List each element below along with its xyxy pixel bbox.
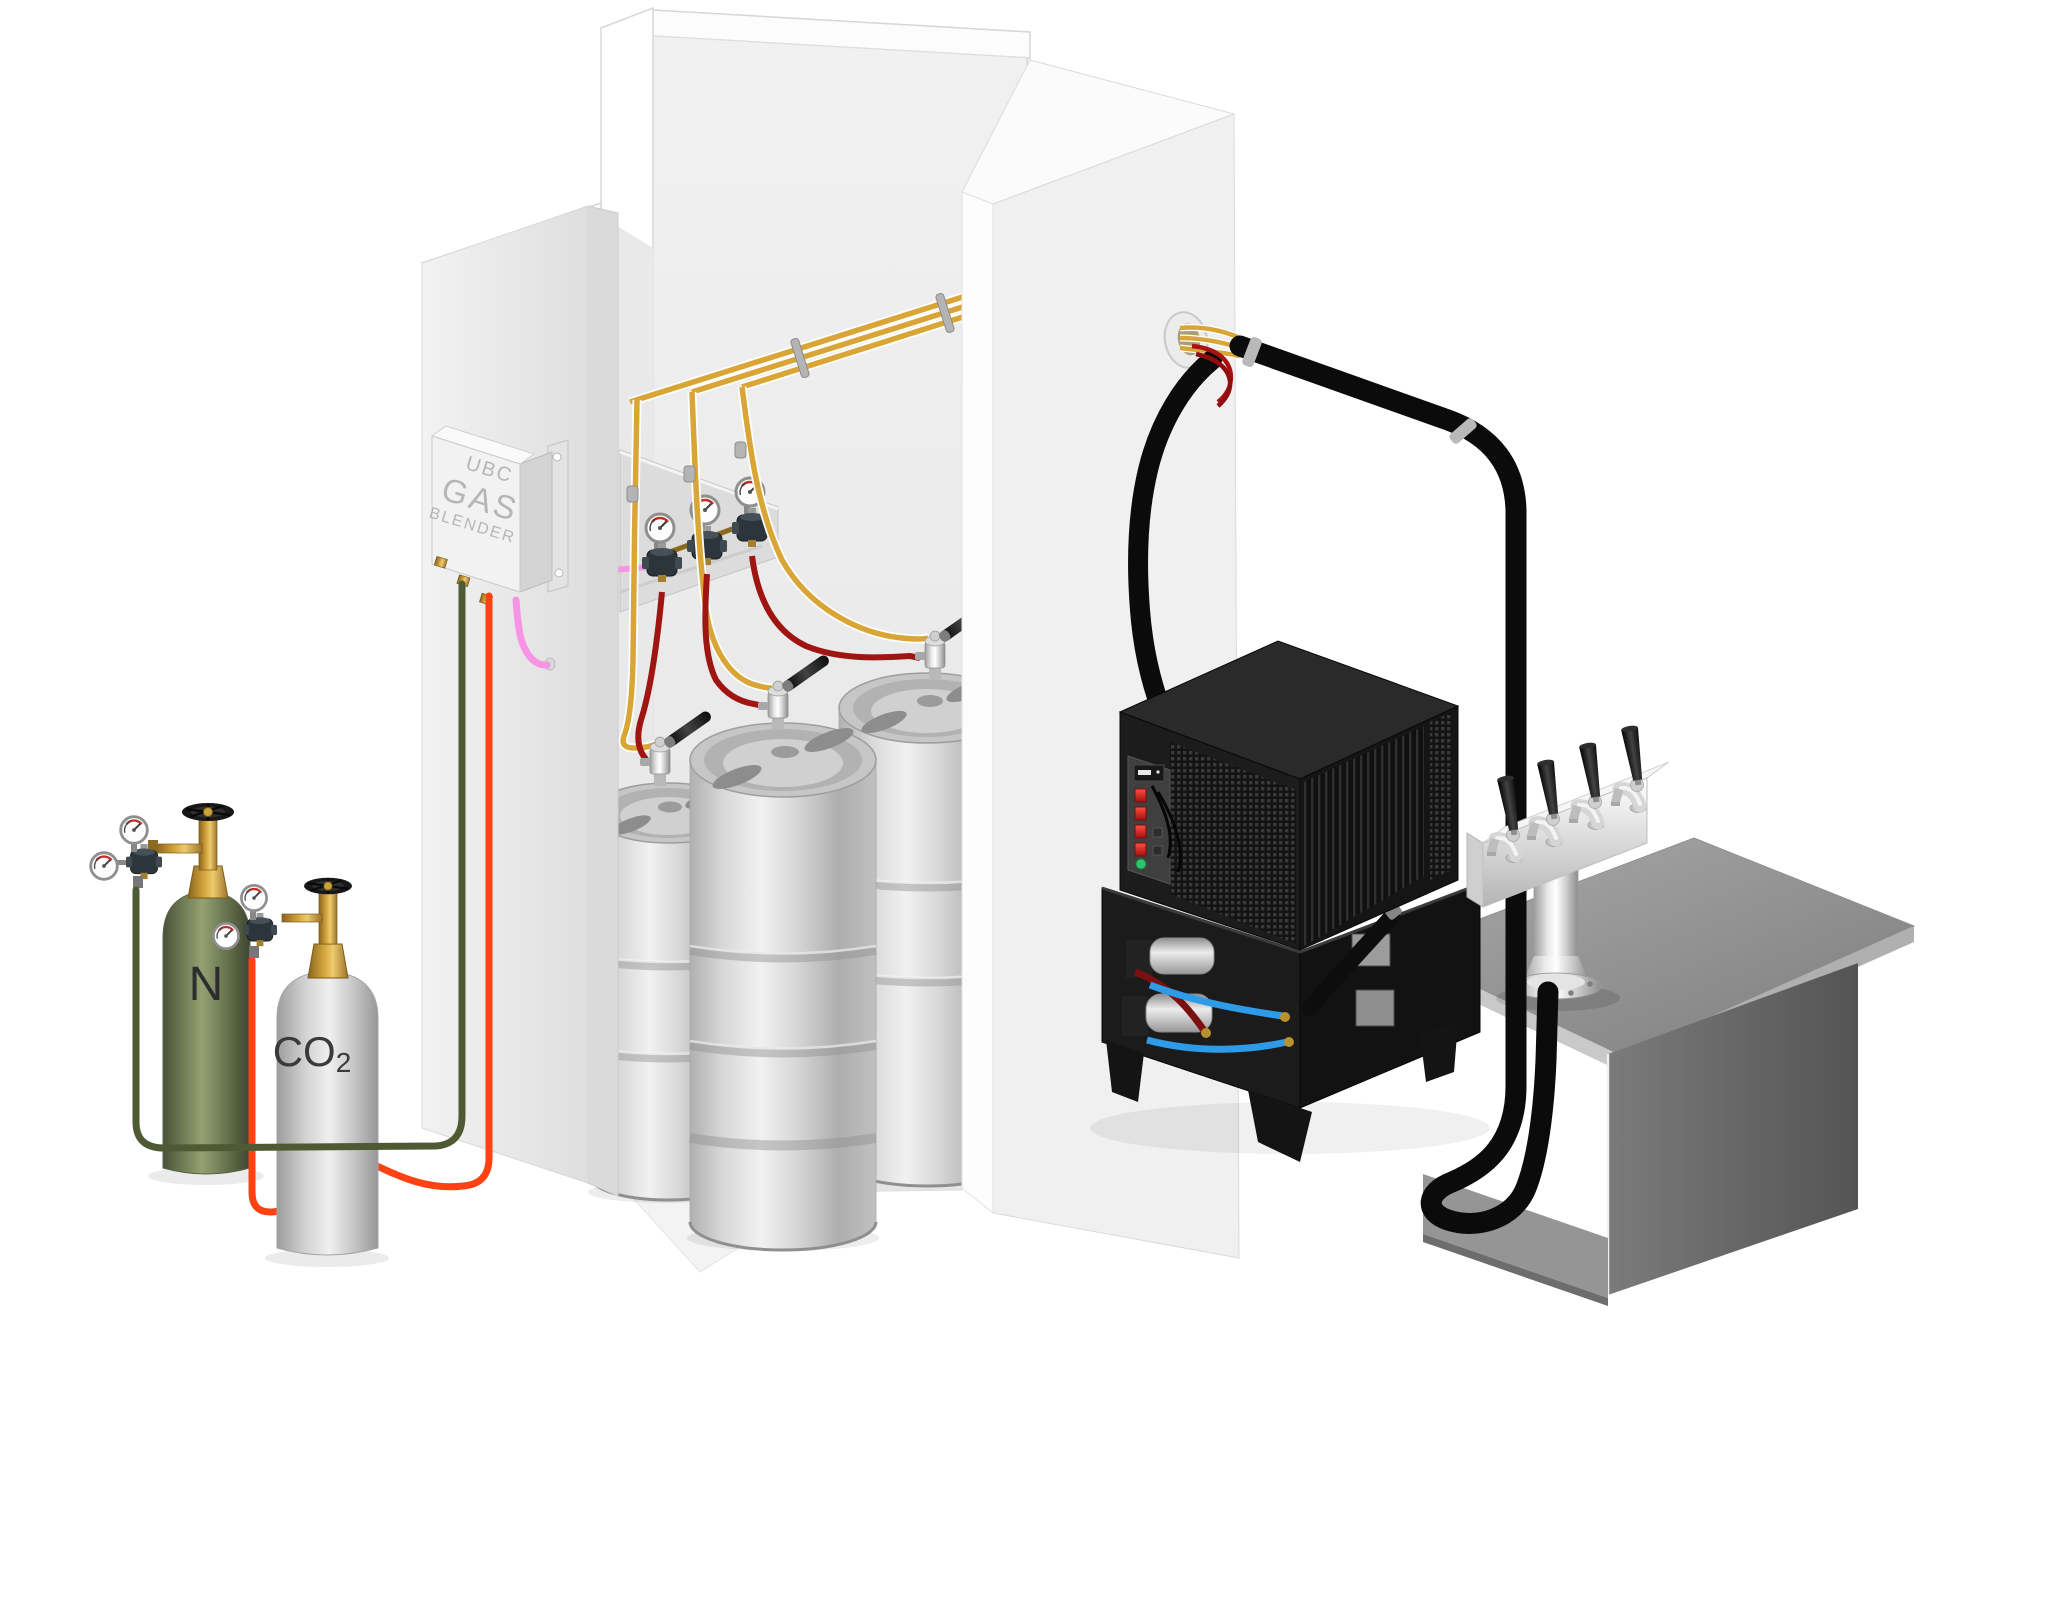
flange-screw-hole — [552, 452, 562, 462]
cooler-front-wall — [961, 59, 1240, 1259]
pump-bracket — [1122, 996, 1148, 1036]
line-clip — [790, 337, 810, 379]
panel-button — [1152, 827, 1163, 838]
rocker-switch — [1134, 842, 1147, 857]
pressure-gauge — [212, 922, 240, 950]
line-clip — [935, 292, 955, 334]
line-clip — [734, 441, 747, 459]
glycol-line — [1146, 1036, 1288, 1053]
pressure-gauge — [119, 815, 149, 845]
chiller-leg — [1106, 1040, 1144, 1102]
line-clip — [683, 465, 696, 483]
rocker-switch — [1134, 824, 1147, 839]
blender-front-face — [431, 435, 521, 593]
trunk-line-to-tower — [1229, 335, 1559, 1234]
pressure-gauge — [89, 851, 119, 881]
glycol-chiller — [1090, 640, 1490, 1162]
keg-handle-cutout — [804, 728, 854, 752]
tank-collar — [307, 943, 349, 979]
tower-box-end-face — [1466, 832, 1484, 908]
glycol-jumper-lines — [1191, 343, 1234, 408]
power-indicator — [1135, 858, 1147, 870]
condenser-mesh — [1170, 742, 1296, 944]
beer-line-drops — [618, 386, 930, 753]
draft-tower — [1466, 725, 1670, 908]
trunk-stub — [1302, 908, 1400, 1016]
tank-collar — [187, 865, 229, 899]
chiller-control-panel — [1127, 755, 1171, 885]
trunk-tape-band — [1242, 337, 1262, 367]
beer-line-ceiling-run — [628, 284, 990, 407]
valve-handwheel — [302, 876, 354, 896]
latch-block — [1355, 989, 1395, 1027]
keg-gas-drop-lines — [635, 555, 921, 764]
blended-gas-line — [512, 596, 551, 669]
keg — [687, 722, 879, 1252]
nitrogen-tank: N — [89, 801, 264, 1185]
glycol-return-line — [1133, 968, 1208, 1034]
co2-tank: CO2 — [212, 876, 389, 1267]
chiller-leg — [1248, 1090, 1312, 1162]
trunk-tape-band — [1449, 418, 1477, 444]
rocker-switch — [1134, 788, 1147, 803]
co2-label: CO2 — [273, 1028, 352, 1078]
valve-handwheel — [180, 801, 236, 823]
nitrogen-supply-line — [132, 580, 466, 1152]
blender-side-face — [519, 451, 553, 593]
keg-handle-cutout — [712, 765, 762, 789]
pressure-gauge — [240, 884, 268, 912]
rocker-switch — [1134, 806, 1147, 821]
pressure-gauge — [644, 512, 676, 544]
glycol-line — [1148, 981, 1284, 1020]
keg-handle-cutout — [611, 815, 651, 835]
counter-foot-plate — [1423, 1174, 1608, 1298]
counter — [1396, 837, 1916, 1306]
gas-blender: UBC GAS BLENDER — [427, 425, 569, 606]
condenser-grille — [1304, 726, 1424, 946]
line-clip — [626, 485, 639, 503]
keg-handle-cutout — [861, 710, 907, 734]
trunk-line-to-chiller — [1128, 350, 1222, 722]
chiller-leg — [1420, 1022, 1458, 1082]
cooler-left-wall-outer-face — [421, 205, 589, 1184]
nitrogen-label: N — [189, 958, 224, 1011]
flange-screw-hole — [554, 568, 564, 578]
glycol-pump — [1149, 937, 1215, 975]
front-wall-corner-edge — [961, 191, 994, 1215]
cooler-left-wall-edge-strip — [587, 205, 619, 1197]
counter-base-panel — [1608, 963, 1858, 1295]
condenser-mesh-strip — [1430, 712, 1452, 880]
counter-foot-edge — [1423, 1234, 1608, 1306]
panel-button — [1152, 845, 1163, 856]
panel-wires — [1150, 785, 1182, 873]
